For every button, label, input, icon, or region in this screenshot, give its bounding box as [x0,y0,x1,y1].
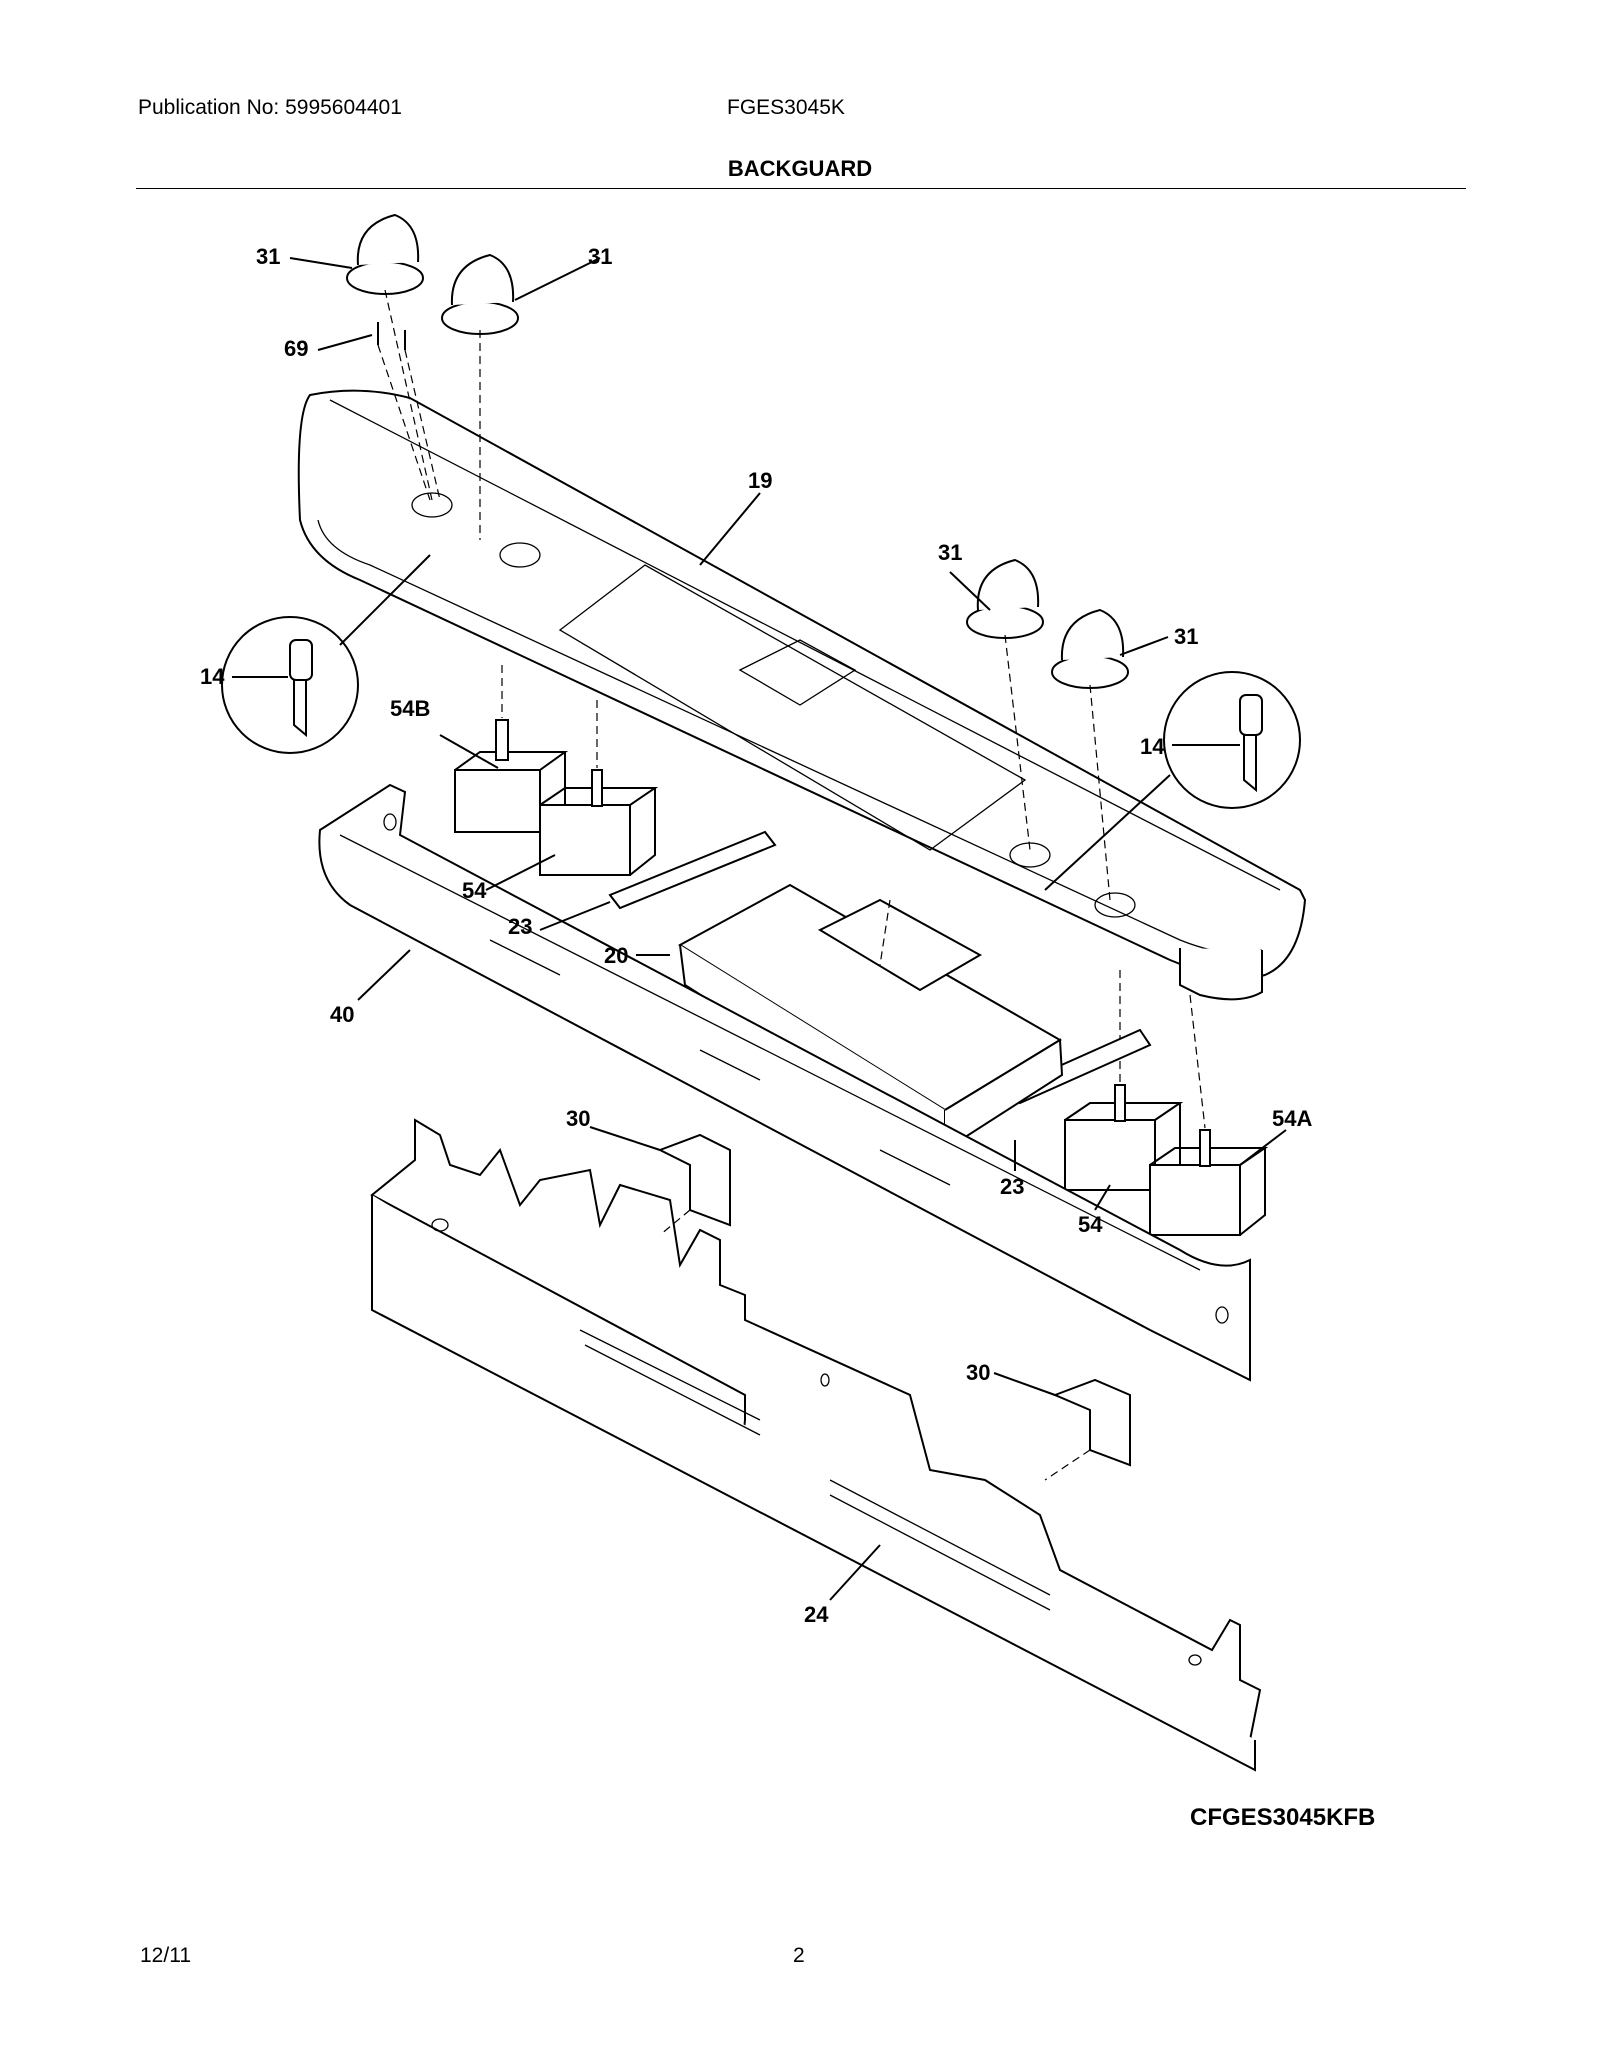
publication-number: Publication No: 5995604401 [138,96,402,119]
relay-part [539,769,659,876]
knob-part [346,213,424,295]
bracket-part [608,830,777,910]
screw-part [377,322,441,501]
control-panel-part [297,389,1307,1001]
mounting-bracket-part [657,1133,731,1227]
callout-19: 19 [748,468,772,493]
callout-31: 31 [588,244,612,269]
callout-54A: 54A [1272,1106,1312,1131]
diagram-code: CFGES3045KFB [1190,1804,1376,1831]
callout-54: 54 [462,878,487,903]
page-title: BACKGUARD [727,156,873,181]
leader-lines [232,257,1287,1601]
callout-30: 30 [966,1360,990,1385]
indicator-lamp-detail [1044,671,1301,891]
callout-31: 31 [1174,624,1198,649]
callout-31: 31 [256,244,280,269]
callout-40: 40 [330,1002,354,1027]
indicator-lamp-detail [221,554,431,754]
infinite-switch-part [454,719,569,833]
relay-part [1149,1129,1269,1236]
callout-30: 30 [566,1106,590,1131]
publication-date: 12/11 [140,1944,191,1967]
page-number: 2 [793,1944,805,1967]
callout-69: 69 [284,336,308,361]
callout-31: 31 [938,540,962,565]
callout-54: 54 [1078,1212,1103,1237]
callout-54B: 54B [390,696,430,721]
knob-part [966,558,1044,639]
backguard-trim-part [318,783,1251,1382]
model-number: FGES3045K [727,96,845,119]
mounting-bracket-part [1052,1378,1131,1467]
knob-part [441,253,519,335]
callout-24: 24 [804,1602,829,1627]
callout-20: 20 [604,943,628,968]
header-rule [136,188,1466,189]
knob-part [1051,608,1129,689]
callout-23: 23 [508,914,532,939]
callout-23: 23 [1000,1174,1024,1199]
callout-14: 14 [200,664,225,689]
back-panel-part [370,1118,1262,1772]
relay-part [1064,1084,1184,1191]
callout-14: 14 [1140,734,1165,759]
